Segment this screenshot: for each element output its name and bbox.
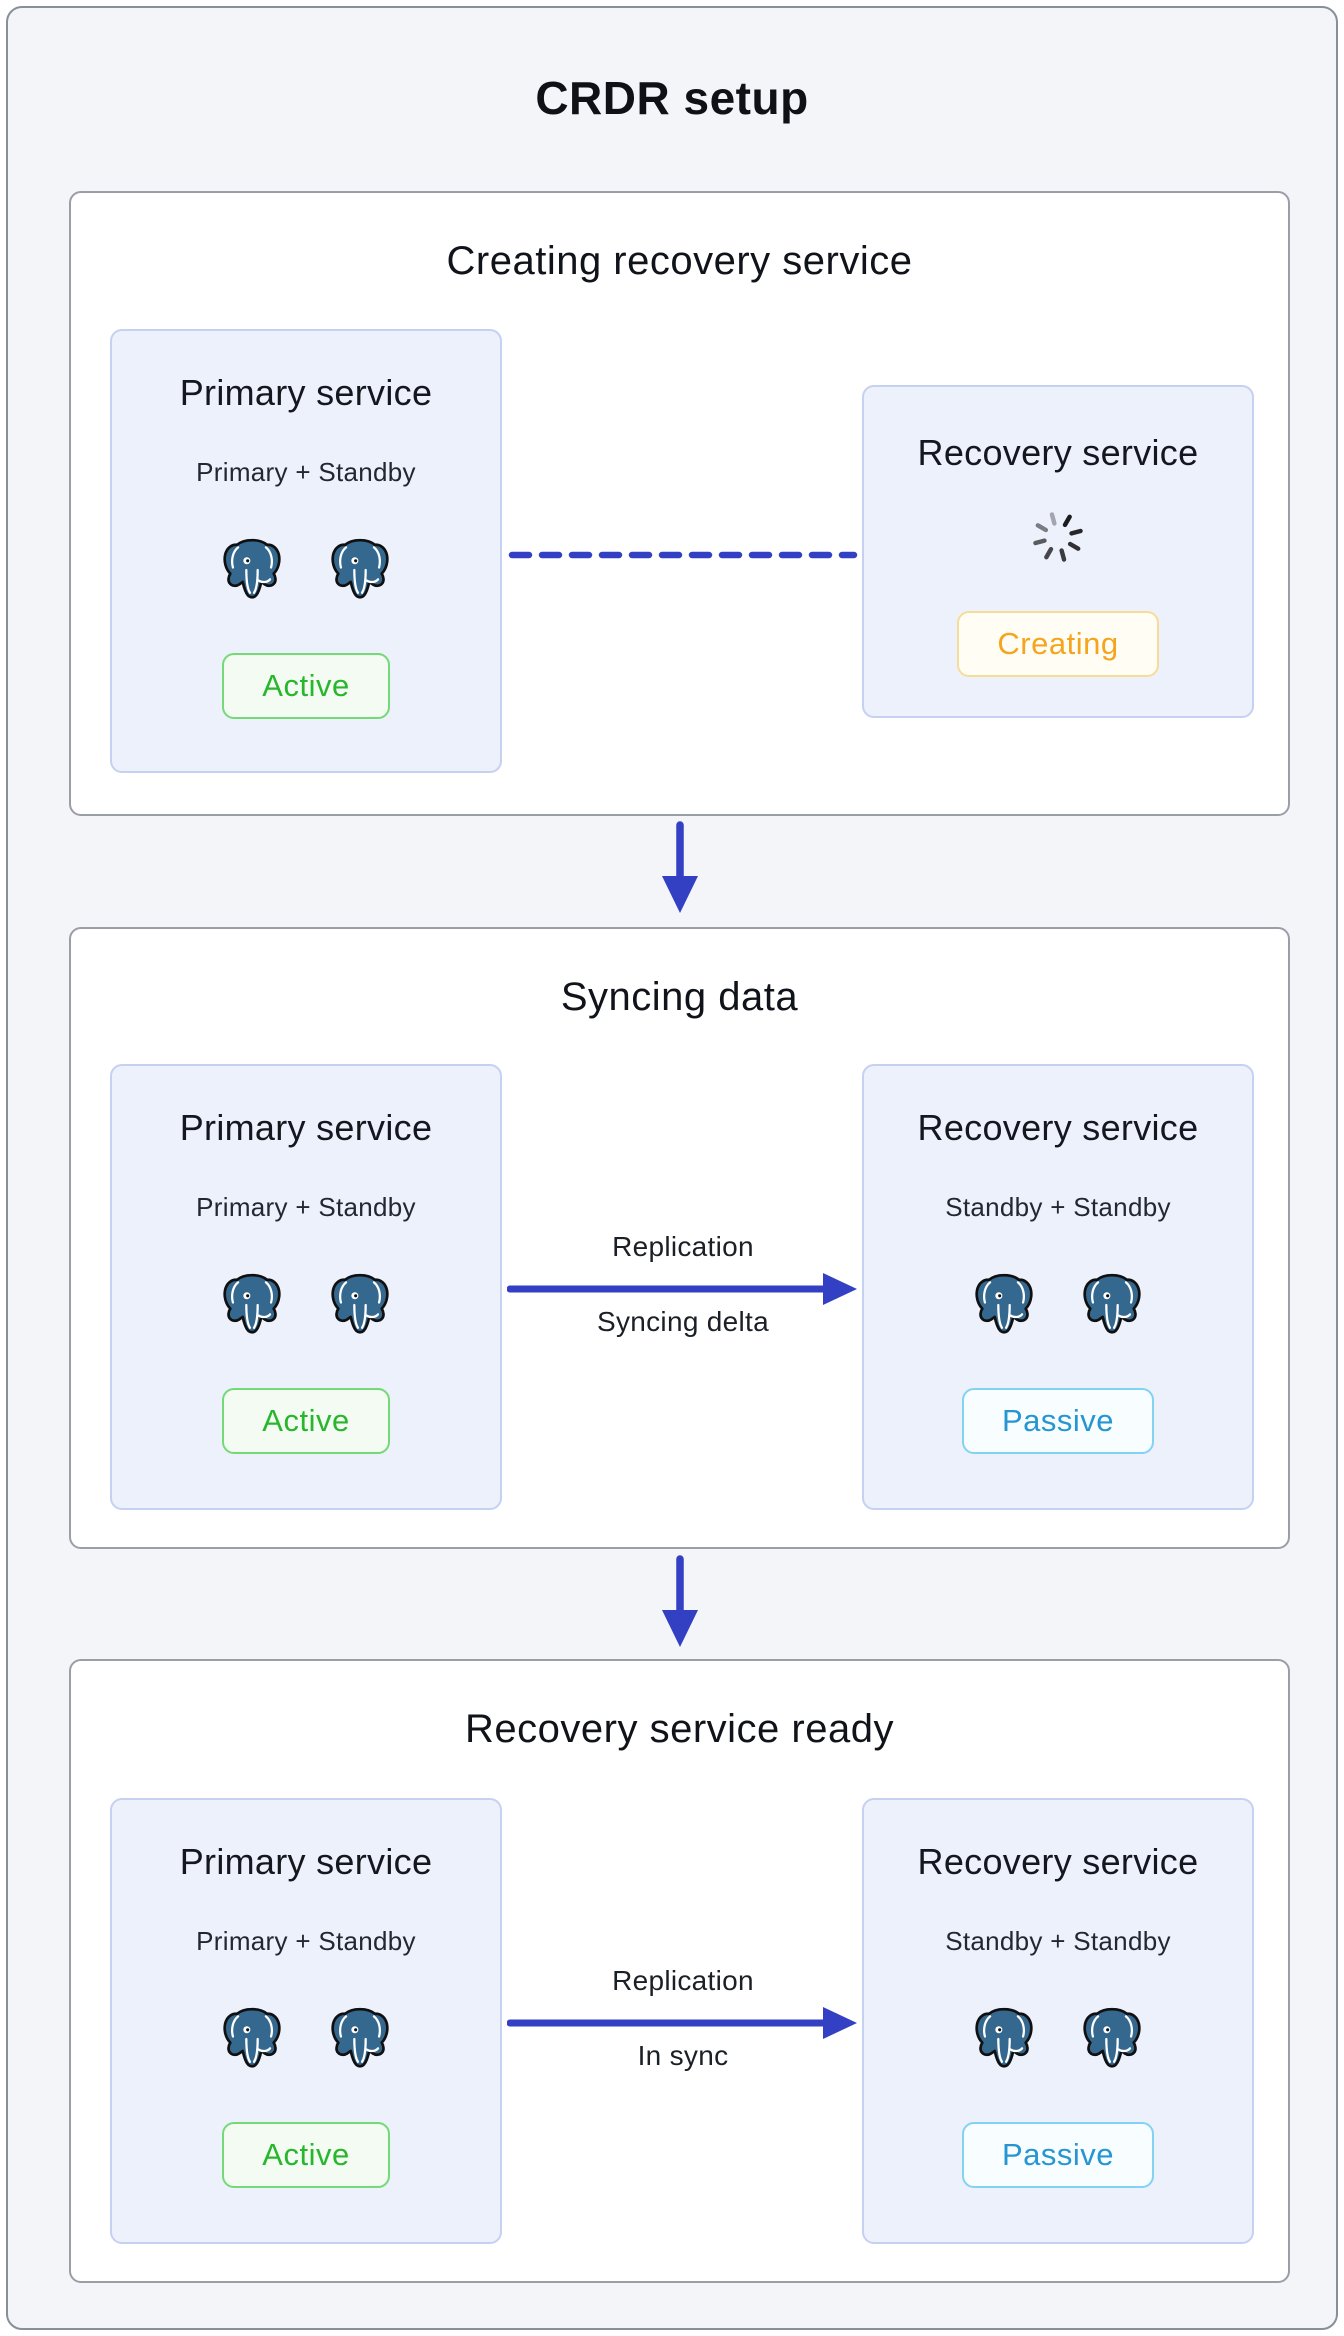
- service-title: Primary service: [179, 372, 433, 413]
- sync-status-label: Syncing delta: [596, 1306, 769, 1337]
- postgres-elephant-icon: [971, 2004, 1037, 2070]
- down-arrow-icon: [658, 820, 702, 916]
- replication-label: Replication: [612, 1231, 754, 1262]
- database-instances: [971, 2004, 1145, 2070]
- recovery-service-box: Recovery service Standby + Standby Passi…: [862, 1064, 1254, 1510]
- postgres-elephant-icon: [327, 2004, 393, 2070]
- spinner-icon: [1030, 509, 1086, 565]
- diagram-frame: CRDR setup Creating recovery service Pri…: [6, 6, 1338, 2330]
- service-title: Primary service: [179, 1841, 433, 1882]
- service-subtitle: Primary + Standby: [196, 1926, 416, 1956]
- postgres-elephant-icon: [1079, 2004, 1145, 2070]
- database-instances: [971, 1270, 1145, 1336]
- replication-arrow: [507, 1271, 859, 1307]
- loading-indicator: [1030, 509, 1086, 565]
- down-arrow-icon: [658, 1554, 702, 1650]
- postgres-elephant-icon: [327, 1270, 393, 1336]
- status-badge-active: Active: [222, 1388, 390, 1454]
- page-title: CRDR setup: [535, 72, 809, 124]
- stage-card-recovery-service-ready: Recovery service ready Primary service P…: [69, 1659, 1290, 2283]
- postgres-elephant-icon: [327, 535, 393, 601]
- status-badge-active: Active: [222, 653, 390, 719]
- service-title: Recovery service: [917, 1107, 1199, 1148]
- service-subtitle: Standby + Standby: [945, 1926, 1171, 1956]
- database-instances: [219, 1270, 393, 1336]
- replication-label: Replication: [612, 1965, 754, 1996]
- primary-service-box: Primary service Primary + Standby Active: [110, 1064, 502, 1510]
- postgres-elephant-icon: [971, 1270, 1037, 1336]
- service-subtitle: Primary + Standby: [196, 1192, 416, 1222]
- recovery-service-box: Recovery service Creating: [862, 385, 1254, 718]
- status-badge-passive: Passive: [961, 1388, 1155, 1454]
- recovery-service-box: Recovery service Standby + Standby Passi…: [862, 1798, 1254, 2244]
- service-title: Recovery service: [917, 1841, 1199, 1882]
- status-badge-creating: Creating: [957, 611, 1159, 677]
- status-badge-active: Active: [222, 2122, 390, 2188]
- service-title: Recovery service: [917, 432, 1199, 473]
- sync-status-label: In sync: [637, 2040, 729, 2071]
- database-instances: [219, 535, 393, 601]
- postgres-elephant-icon: [219, 535, 285, 601]
- status-badge-passive: Passive: [961, 2122, 1155, 2188]
- stage-card-syncing-data: Syncing data Primary service Primary + S…: [69, 927, 1290, 1549]
- stage-card-creating-recovery-service: Creating recovery service Primary servic…: [69, 191, 1290, 816]
- service-title: Primary service: [179, 1107, 433, 1148]
- stage-title: Creating recovery service: [446, 239, 913, 283]
- service-subtitle: Primary + Standby: [196, 457, 416, 487]
- service-subtitle: Standby + Standby: [945, 1192, 1171, 1222]
- stage-title: Recovery service ready: [465, 1707, 894, 1751]
- postgres-elephant-icon: [1079, 1270, 1145, 1336]
- primary-service-box: Primary service Primary + Standby Active: [110, 329, 502, 773]
- database-instances: [219, 2004, 393, 2070]
- primary-service-box: Primary service Primary + Standby Active: [110, 1798, 502, 2244]
- postgres-elephant-icon: [219, 1270, 285, 1336]
- stage-title: Syncing data: [560, 975, 799, 1019]
- postgres-elephant-icon: [219, 2004, 285, 2070]
- replication-arrow: [507, 2005, 859, 2041]
- dashed-connector: [507, 547, 859, 563]
